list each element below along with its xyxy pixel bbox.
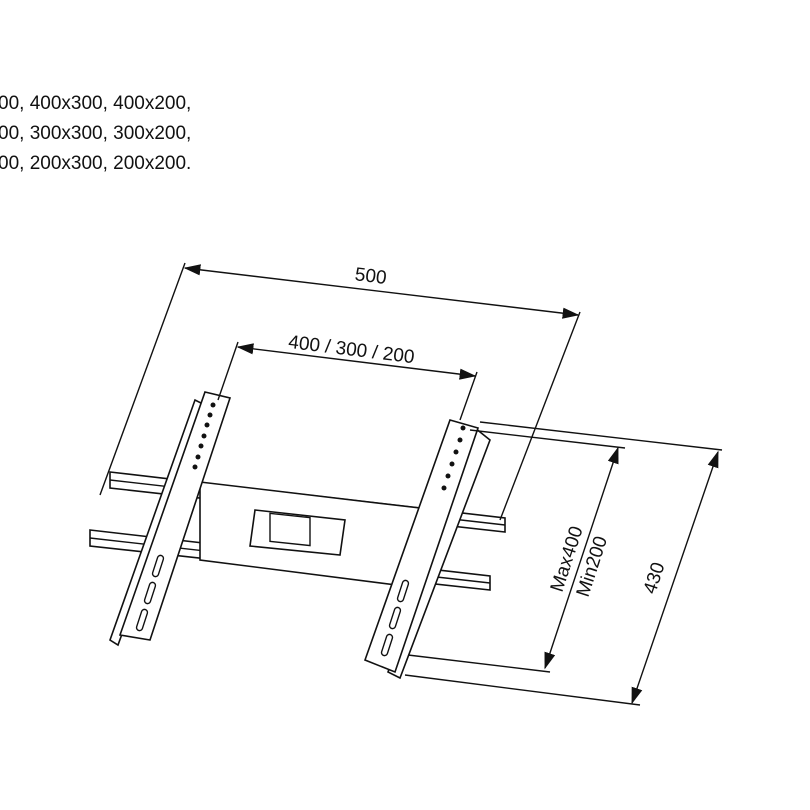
spec-line: 00, 200x300, 200x200. bbox=[0, 153, 192, 174]
spec-line: 00, 300x300, 300x200, bbox=[0, 123, 192, 144]
right-bracket bbox=[363, 419, 491, 680]
dimension-label: 430 bbox=[640, 560, 670, 597]
center-plate bbox=[199, 481, 421, 589]
spec-line: 00, 400x300, 400x200, bbox=[0, 93, 192, 114]
dimension-overall-width: 500 bbox=[99, 262, 581, 521]
dimension-label: 500 bbox=[354, 264, 388, 289]
left-bracket bbox=[109, 391, 232, 647]
dimension-label: 400 / 300 / 200 bbox=[287, 332, 415, 368]
dimension-vesa-width: 400 / 300 / 200 bbox=[217, 332, 478, 421]
